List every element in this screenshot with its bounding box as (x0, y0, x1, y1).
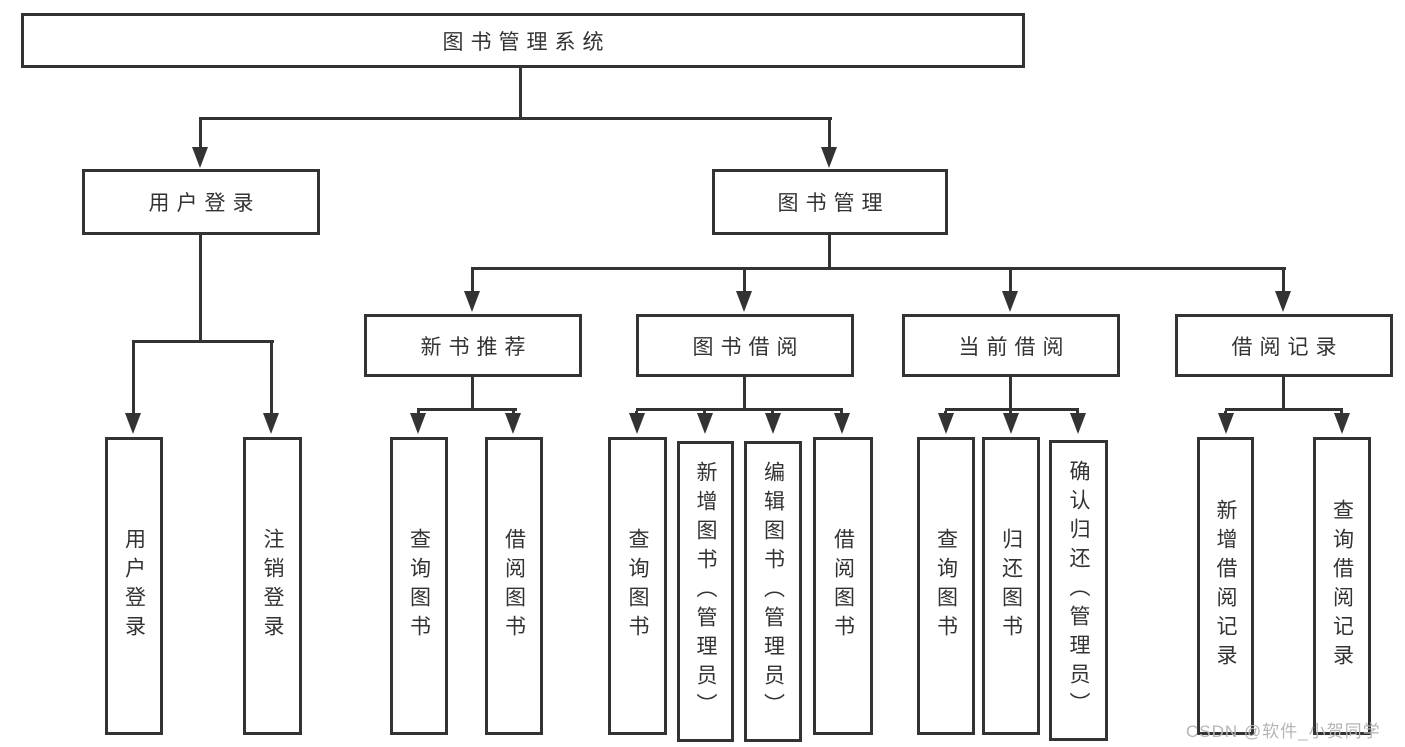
node-borrowing-records-label: 借阅记录 (1231, 335, 1344, 359)
connector-line (743, 377, 746, 411)
leaf-query-books-recommend-label: 查询图书 (407, 528, 431, 644)
connector-line (270, 343, 273, 414)
leaf-logout-label: 注销登录 (261, 528, 284, 644)
connector-line (471, 267, 1286, 270)
node-book-management-label: 图书管理 (777, 192, 890, 215)
node-borrowing-records: 借阅记录 (1175, 314, 1393, 377)
connector-line (199, 120, 202, 148)
node-user-login-label: 用户登录 (148, 192, 261, 215)
arrow-down-icon (821, 147, 837, 168)
arrow-down-icon (1070, 413, 1086, 434)
connector-line (945, 408, 1079, 411)
arrow-down-icon (505, 413, 521, 434)
leaf-query-books-current-label: 查询图书 (934, 528, 958, 644)
node-library-management-system-label: 图书管理系统 (442, 30, 611, 54)
connector-line (1282, 377, 1285, 411)
arrow-down-icon (1218, 413, 1234, 434)
connector-line (132, 340, 274, 343)
arrow-down-icon (697, 413, 713, 434)
leaf-user-login: 用户登录 (105, 437, 163, 735)
node-new-book-recommend-label: 新书推荐 (420, 335, 533, 359)
arrow-down-icon (736, 291, 752, 312)
leaf-add-book-admin: 新增图书（管理员） (677, 441, 734, 742)
arrow-down-icon (410, 413, 426, 434)
node-library-management-system: 图书管理系统 (21, 13, 1025, 68)
arrow-down-icon (1275, 291, 1291, 312)
connector-line (417, 408, 517, 411)
leaf-query-books-borrow: 查询图书 (608, 437, 667, 735)
connector-line (743, 270, 746, 294)
connector-line (199, 117, 832, 120)
connector-line (1282, 270, 1285, 294)
connector-line (1009, 270, 1012, 294)
leaf-user-login-label: 用户登录 (122, 528, 146, 644)
leaf-query-books-recommend: 查询图书 (390, 437, 448, 735)
connector-line (132, 343, 135, 414)
leaf-borrow-books-recommend: 借阅图书 (485, 437, 543, 735)
arrow-down-icon (1003, 413, 1019, 434)
arrow-down-icon (192, 147, 208, 168)
connector-line (471, 377, 474, 411)
connector-line (1225, 408, 1343, 411)
node-book-management: 图书管理 (712, 169, 948, 235)
arrow-down-icon (125, 413, 141, 434)
leaf-logout: 注销登录 (243, 437, 302, 735)
connector-line (519, 67, 522, 120)
leaf-confirm-return-admin: 确认归还（管理员） (1049, 440, 1108, 741)
connector-line (199, 235, 202, 343)
arrow-down-icon (1002, 291, 1018, 312)
leaf-edit-book-admin-label: 编辑图书（管理员） (761, 461, 785, 722)
node-new-book-recommend: 新书推荐 (364, 314, 582, 377)
arrow-down-icon (1334, 413, 1350, 434)
leaf-confirm-return-admin-label: 确认归还（管理员） (1067, 460, 1090, 721)
leaf-borrow-books-borrow-label: 借阅图书 (831, 528, 855, 644)
arrow-down-icon (464, 291, 480, 312)
node-book-borrowing: 图书借阅 (636, 314, 854, 377)
leaf-query-books-borrow-label: 查询图书 (626, 528, 649, 644)
leaf-borrow-books-borrow: 借阅图书 (813, 437, 873, 735)
leaf-add-borrow-record: 新增借阅记录 (1197, 437, 1254, 735)
arrow-down-icon (263, 413, 279, 434)
arrow-down-icon (834, 413, 850, 434)
leaf-borrow-books-recommend-label: 借阅图书 (502, 528, 526, 644)
connector-line (828, 235, 831, 270)
arrow-down-icon (765, 413, 781, 434)
arrow-down-icon (938, 413, 954, 434)
watermark: CSDN @软件_小贺同学 (1186, 722, 1381, 741)
connector-line (1009, 377, 1012, 411)
leaf-add-borrow-record-label: 新增借阅记录 (1214, 499, 1237, 673)
leaf-edit-book-admin: 编辑图书（管理员） (744, 441, 802, 742)
arrow-down-icon (629, 413, 645, 434)
leaf-query-books-current: 查询图书 (917, 437, 975, 735)
connector-line (636, 408, 843, 411)
leaf-query-borrow-record: 查询借阅记录 (1313, 437, 1371, 735)
leaf-add-book-admin-label: 新增图书（管理员） (694, 461, 717, 722)
leaf-return-book-label: 归还图书 (999, 528, 1023, 644)
node-current-borrowing-label: 当前借阅 (958, 335, 1071, 359)
connector-line (471, 270, 474, 294)
node-current-borrowing: 当前借阅 (902, 314, 1120, 377)
leaf-query-borrow-record-label: 查询借阅记录 (1330, 499, 1354, 673)
connector-line (828, 120, 831, 148)
node-user-login: 用户登录 (82, 169, 320, 235)
node-book-borrowing-label: 图书借阅 (692, 335, 805, 359)
leaf-return-book: 归还图书 (982, 437, 1040, 735)
